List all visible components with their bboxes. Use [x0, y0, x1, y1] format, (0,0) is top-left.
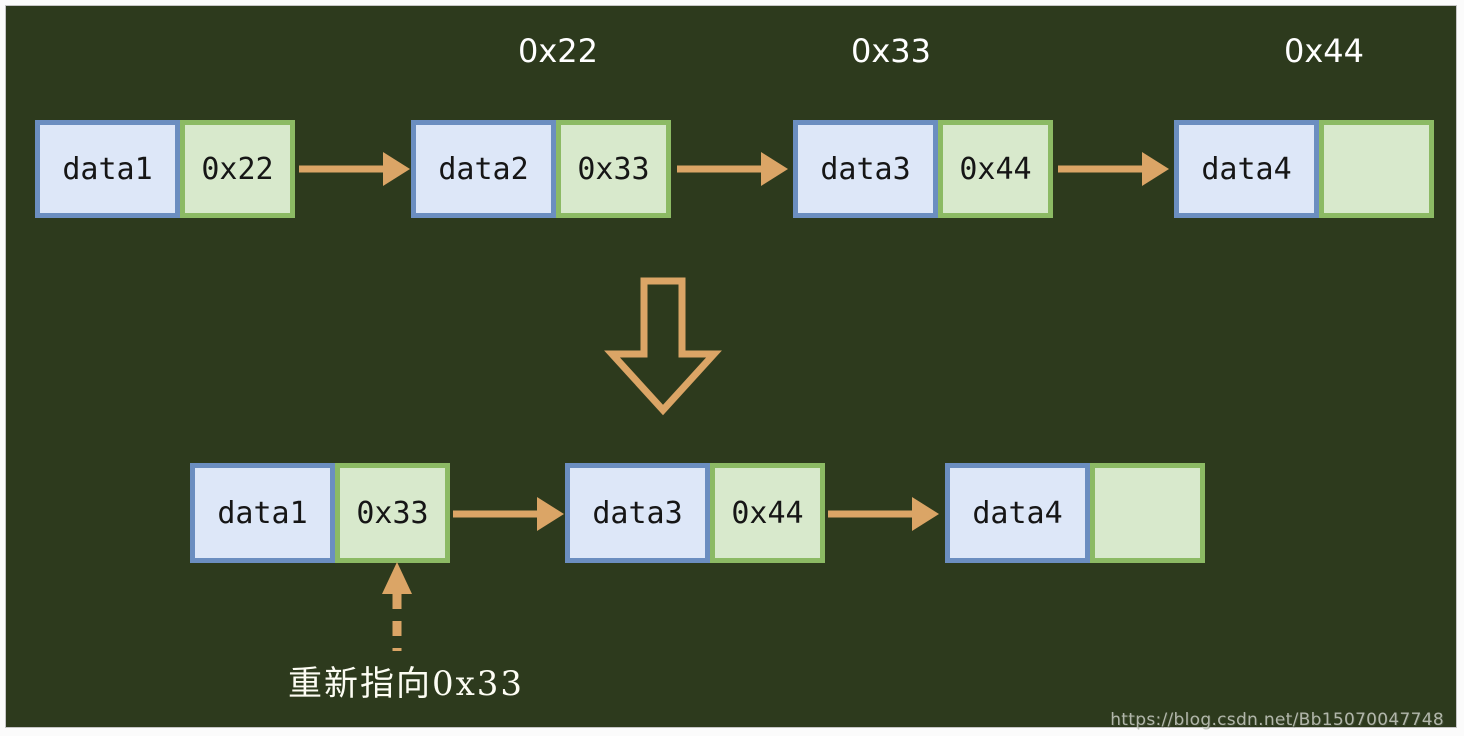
diagram-board: 0x22 0x33 0x44 data1 0x22 data2 0x33	[5, 5, 1457, 730]
watermark-url: https://blog.csdn.net/Bb15070047748	[1110, 710, 1444, 730]
node-pointer-value: 0x33	[356, 495, 429, 531]
node-pointer-cell: 0x44	[938, 120, 1053, 218]
node-pointer-cell: 0x44	[710, 463, 825, 563]
node-data-cell: data1	[35, 120, 180, 218]
repoint-annotation: 重新指向0x33	[287, 664, 525, 704]
node-data-value: data1	[217, 495, 308, 531]
node-pointer-value: 0x22	[201, 151, 274, 187]
arrow-right-icon	[453, 497, 564, 531]
node-pointer-cell	[1319, 120, 1434, 218]
node-data-value: data1	[62, 151, 153, 187]
node-pointer-cell	[1090, 463, 1205, 563]
bottom-node-data4: data4	[945, 463, 1205, 563]
node-data-value: data4	[1201, 151, 1292, 187]
node-pointer-value: 0x44	[731, 495, 804, 531]
node-data-value: data4	[972, 495, 1063, 531]
arrow-right-icon	[299, 152, 410, 186]
node-data-value: data3	[820, 151, 911, 187]
arrow-right-icon	[1058, 152, 1169, 186]
node-pointer-value: 0x44	[959, 151, 1032, 187]
address-label-0x33: 0x33	[850, 32, 931, 70]
top-node-data1: data1 0x22	[35, 120, 295, 218]
node-data-cell: data1	[190, 463, 335, 563]
address-label-0x22: 0x22	[517, 32, 598, 70]
node-data-cell: data3	[565, 463, 710, 563]
down-arrow-icon	[604, 277, 722, 416]
node-data-cell: data2	[411, 120, 556, 218]
node-pointer-cell: 0x22	[180, 120, 295, 218]
node-pointer-value: 0x33	[577, 151, 650, 187]
top-node-data4: data4	[1174, 120, 1434, 218]
node-data-cell: data3	[793, 120, 938, 218]
node-data-cell: data4	[945, 463, 1090, 563]
top-node-data2: data2 0x33	[411, 120, 671, 218]
arrow-right-icon	[828, 497, 939, 531]
bottom-node-data1: data1 0x33	[190, 463, 450, 563]
bottom-node-data3: data3 0x44	[565, 463, 825, 563]
node-data-value: data2	[438, 151, 529, 187]
node-pointer-cell: 0x33	[556, 120, 671, 218]
arrow-right-icon	[677, 152, 788, 186]
address-label-0x44: 0x44	[1283, 32, 1364, 70]
dashed-up-arrow-icon	[382, 562, 412, 651]
node-data-cell: data4	[1174, 120, 1319, 218]
node-pointer-cell: 0x33	[335, 463, 450, 563]
node-data-value: data3	[592, 495, 683, 531]
top-node-data3: data3 0x44	[793, 120, 1053, 218]
